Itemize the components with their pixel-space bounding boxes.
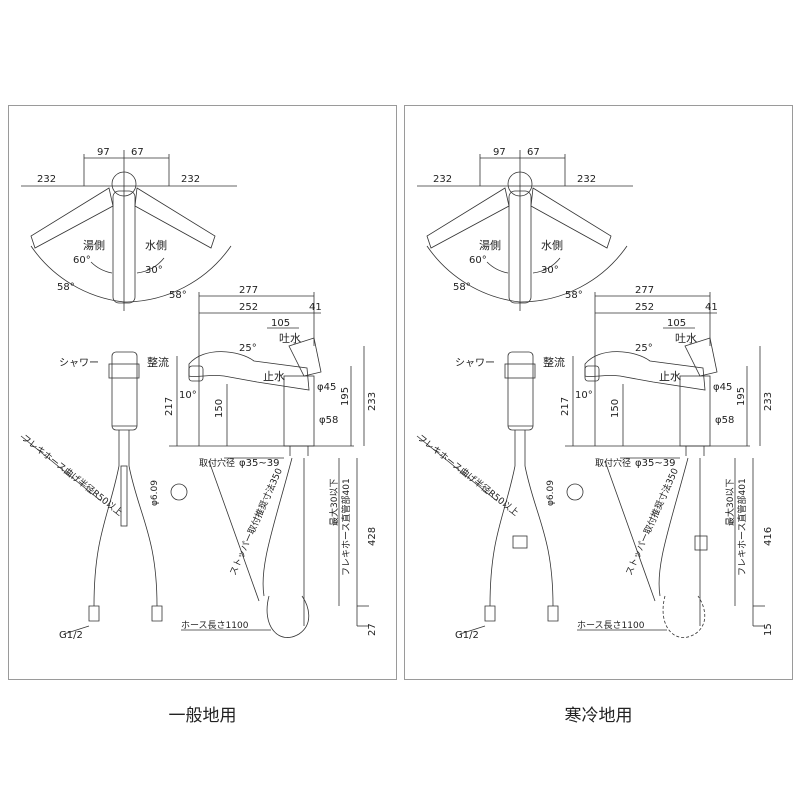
label-cold-side: 水側 [145,239,167,252]
label-g-thread: G1/2 [455,630,479,641]
label-mount-hole: 取付穴径 [199,457,235,469]
label-spout-water: 吐水 [279,332,301,345]
dim-150: 150 [214,399,225,418]
dim-dia-45: φ45 [713,382,732,393]
label-hose-straight: フレキホース直管部401 [736,478,748,576]
angle-25: 25° [239,343,257,354]
angle-60: 60° [469,255,487,266]
dim-150: 150 [610,399,621,418]
label-hose-length: ホース長さ1100 [577,620,645,631]
angle-10: 10° [179,390,197,401]
dim-252: 252 [635,302,654,313]
drawing-panel-general: 97 67 232 232 湯側 水側 60° 30° 58° 58° シャワー… [8,105,397,680]
dim-232-right: 232 [577,174,596,185]
label-stop-water: 止水 [263,370,285,383]
dim-232-left: 232 [37,174,56,185]
drawing-panel-cold-region: 97 67 232 232 湯側 水側 60° 30° 58° 58° シャワー… [404,105,793,680]
angle-30: 30° [145,265,163,276]
dim-67: 67 [131,147,144,158]
label-mount-hole-range: φ35~39 [239,458,279,469]
dim-277: 277 [239,285,258,296]
dim-41: 41 [309,302,322,313]
dim-dia-58: φ58 [319,415,338,426]
label-nut-dia: φ6.09 [546,480,556,506]
label-spout-water: 吐水 [675,332,697,345]
arc-58-left: 58° [57,282,75,293]
dim-bottom: 27 [367,623,378,636]
label-mount-hole-range: φ35~39 [635,458,675,469]
label-hose-bend: フレキホース曲げ半径R50以上 [19,432,125,519]
dim-217: 217 [164,397,175,416]
dim-217: 217 [560,397,571,416]
dim-41: 41 [705,302,718,313]
dim-dia-45: φ45 [317,382,336,393]
dim-416: 416 [763,527,774,546]
label-cold-side: 水側 [541,239,563,252]
dim-428: 428 [367,527,378,546]
dim-105: 105 [667,318,686,329]
dim-277: 277 [635,285,654,296]
arc-58-right: 58° [565,290,583,301]
label-max-thickness: 最大30以下 [724,479,736,526]
label-shower: シャワー [59,358,99,369]
dim-195: 195 [736,387,747,406]
dim-195: 195 [340,387,351,406]
dim-67: 67 [527,147,540,158]
dim-233: 233 [367,392,378,411]
dim-97: 97 [493,147,506,158]
label-straight-flow: 整流 [147,355,169,369]
label-layer-general: 97 67 232 232 湯側 水側 60° 30° 58° 58° シャワー… [19,147,378,641]
dim-232-left: 232 [433,174,452,185]
label-stopper: ストッパー取付推奨寸法350 [227,466,285,577]
label-hot-side: 湯側 [83,239,105,252]
dim-dia-58: φ58 [715,415,734,426]
label-layer-cold: 97 67 232 232 湯側 水側 60° 30° 58° 58° シャワー… [415,147,774,641]
dim-232-right: 232 [181,174,200,185]
dim-bottom: 15 [763,623,774,636]
angle-60: 60° [73,255,91,266]
dim-97: 97 [97,147,110,158]
caption-general: 一般地用 [168,706,237,726]
label-nut-dia: φ6.09 [150,480,160,506]
caption-cold-region: 寒冷地用 [564,706,633,726]
label-hose-straight: フレキホース直管部401 [340,478,352,576]
label-hose-length: ホース長さ1100 [181,620,249,631]
label-hot-side: 湯側 [479,239,501,252]
label-straight-flow: 整流 [543,355,565,369]
dim-233: 233 [763,392,774,411]
angle-10: 10° [575,390,593,401]
dim-252: 252 [239,302,258,313]
angle-25: 25° [635,343,653,354]
label-max-thickness: 最大30以下 [328,479,340,526]
label-mount-hole: 取付穴径 [595,457,631,469]
dim-105: 105 [271,318,290,329]
faucet-drawing-general [20,150,369,638]
label-stopper: ストッパー取付推奨寸法350 [623,466,681,577]
label-stop-water: 止水 [659,370,681,383]
arc-58-left: 58° [453,282,471,293]
label-g-thread: G1/2 [59,630,83,641]
arc-58-right: 58° [169,290,187,301]
faucet-drawing-cold [416,150,765,638]
label-hose-bend: フレキホース曲げ半径R50以上 [415,432,521,519]
angle-30: 30° [541,265,559,276]
label-shower: シャワー [455,358,495,369]
